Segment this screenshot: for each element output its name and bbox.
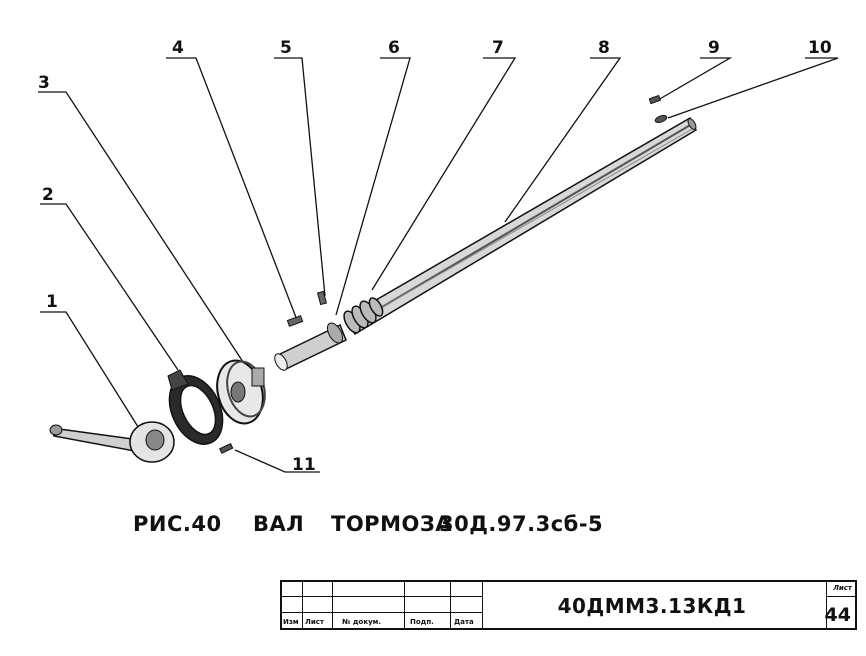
- title-block: Изм Лист № докум. Подп. Дата 40ДММ3.13КД…: [280, 580, 857, 630]
- worm-thread: [343, 297, 384, 334]
- col-podp: Подп.: [410, 618, 434, 626]
- document-designation: 40ДММ3.13КД1: [557, 594, 747, 618]
- callout-4: 4: [172, 38, 184, 58]
- col-doc: № докум.: [342, 618, 382, 626]
- col-list: Лист: [305, 618, 324, 626]
- sheet-label: Лист: [833, 584, 852, 592]
- pins: [286, 290, 328, 327]
- callout-1: 1: [46, 292, 58, 312]
- screw-part: [219, 442, 234, 454]
- callout-10: 10: [808, 38, 832, 58]
- col-data: Дата: [454, 618, 474, 626]
- callout-9: 9: [708, 38, 720, 58]
- flange-part: [216, 359, 266, 425]
- callout-3: 3: [38, 73, 50, 93]
- col-izm: Изм: [283, 618, 299, 626]
- lever-part: [49, 421, 175, 463]
- callout-7: 7: [492, 38, 504, 58]
- caption-word1: ВАЛ: [253, 512, 305, 536]
- shaft-part: [274, 116, 697, 372]
- callout-2: 2: [42, 185, 54, 205]
- caption-fig: РИС.40: [133, 512, 222, 536]
- callout-5: 5: [280, 38, 292, 58]
- small-parts: [648, 94, 668, 123]
- caption-word2: ТОРМОЗА: [331, 512, 452, 536]
- caption-code: 30Д.97.3сб-5: [439, 512, 604, 536]
- callout-8: 8: [598, 38, 610, 58]
- leader-lines: [38, 57, 839, 473]
- sheet-number: 44: [824, 604, 851, 626]
- ring-part: [167, 369, 224, 445]
- callout-11: 11: [292, 455, 316, 475]
- callout-6: 6: [388, 38, 400, 58]
